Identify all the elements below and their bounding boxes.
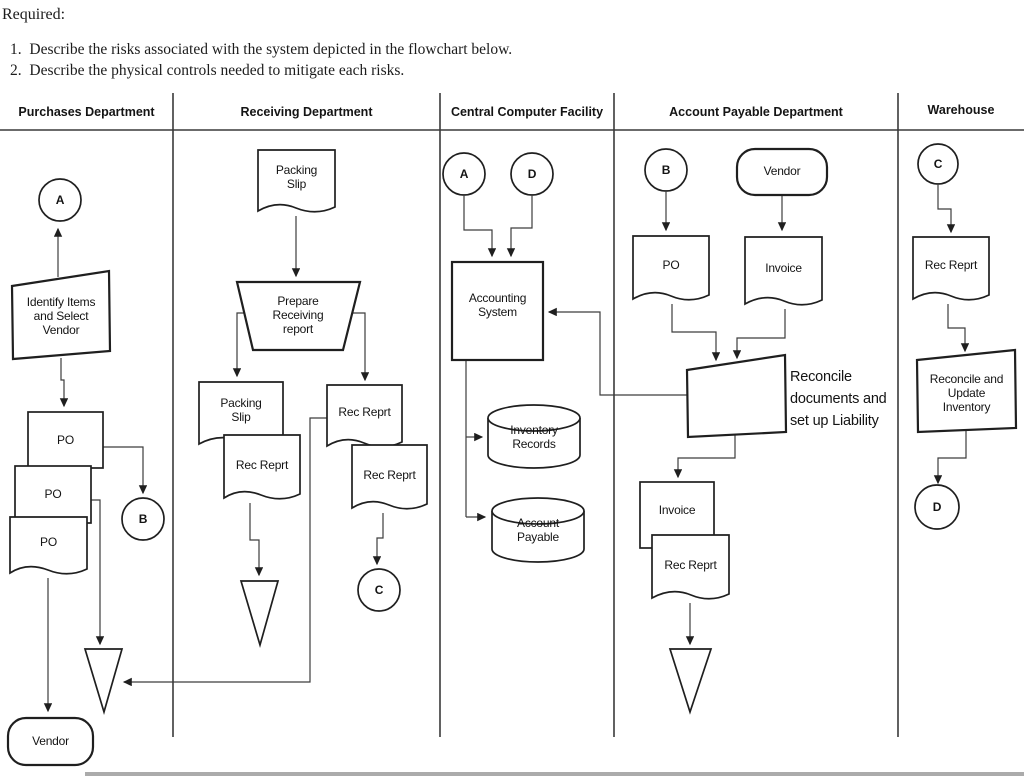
label-connector-b-payable: B bbox=[661, 163, 671, 177]
label-connector-a-purchases: A bbox=[55, 193, 65, 207]
label-vendor-purchases: Vendor bbox=[32, 734, 69, 748]
label-connector-b-purchases: B bbox=[138, 512, 148, 526]
rec-reprt-doc-left bbox=[223, 434, 301, 500]
account-payable-cylinder-body bbox=[491, 511, 585, 563]
label-po-payable: PO bbox=[662, 258, 680, 272]
label-identify-items: Identify Items and Select Vendor bbox=[26, 295, 96, 337]
reconcile-box-payable bbox=[685, 353, 788, 439]
connector-recreprt-to-file bbox=[249, 503, 264, 577]
connector-node-d-warehouse bbox=[914, 484, 960, 530]
label-reconcile-note: Reconcile documents and set up Liability bbox=[790, 369, 887, 429]
lane-header-purchases: Purchases Department bbox=[18, 105, 155, 119]
lane-header-receiving: Receiving Department bbox=[240, 105, 373, 119]
po-doc-2 bbox=[14, 465, 92, 524]
account-payable-cylinder-top bbox=[491, 497, 585, 525]
label-prepare-receiving: Prepare Receiving report bbox=[272, 294, 324, 336]
connector-node-d-central bbox=[510, 152, 554, 196]
label-packing-slip-2: Packing Slip bbox=[220, 396, 262, 424]
connector-node-b-purchases bbox=[121, 497, 165, 541]
po-doc-1 bbox=[27, 411, 104, 469]
connector-reconcile-to-d bbox=[933, 431, 967, 485]
connector-d-to-accounting bbox=[506, 196, 533, 258]
label-invoice-2: Invoice bbox=[658, 503, 696, 517]
connector-recreprt-to-purchases-file bbox=[122, 417, 327, 687]
label-invoice-payable: Invoice bbox=[765, 261, 802, 275]
label-po-1: PO bbox=[57, 433, 74, 447]
label-connector-d-warehouse: D bbox=[932, 500, 942, 514]
connector-recreprt-to-c bbox=[372, 513, 384, 566]
lane-header-payable: Account Payable Department bbox=[669, 105, 843, 119]
connector-a-to-accounting bbox=[463, 196, 497, 258]
label-inventory-records: Inventory Records bbox=[510, 423, 558, 451]
invoice-doc-payable bbox=[744, 236, 823, 306]
label-rec-reprt-warehouse: Rec Reprt bbox=[924, 258, 978, 272]
rec-reprt-doc-warehouse bbox=[912, 236, 990, 301]
connector-invoice-to-reconcile bbox=[732, 309, 786, 360]
vendor-terminator-purchases bbox=[6, 716, 95, 767]
required-heading: Required: bbox=[2, 6, 66, 23]
shapes bbox=[6, 143, 1018, 767]
connector-node-a-purchases bbox=[38, 178, 82, 222]
connector-node-b-payable bbox=[644, 148, 688, 192]
lane-header-warehouse: Warehouse bbox=[927, 103, 995, 117]
label-rec-reprt-left: Rec Reprt bbox=[235, 458, 289, 472]
page-bottom-edge bbox=[85, 772, 1024, 776]
label-connector-c-warehouse: C bbox=[933, 157, 943, 171]
connector-recreprt-to-reconcile bbox=[947, 304, 970, 353]
packing-slip-doc bbox=[257, 149, 336, 213]
label-reconcile-update: Reconcile and Update Inventory bbox=[929, 372, 1004, 414]
label-rec-reprt-payable: Rec Reprt bbox=[664, 558, 717, 572]
connector-node-c-warehouse bbox=[917, 143, 959, 185]
connector-reconcile-to-accounting bbox=[547, 307, 687, 396]
connector-identify-to-po bbox=[59, 358, 69, 408]
file-triangle-receiving bbox=[239, 580, 280, 649]
label-rec-reprt-r1: Rec Reprt bbox=[338, 405, 391, 419]
instruction-item-1: 1. Describe the risks associated with th… bbox=[10, 41, 513, 58]
label-connector-d-central: D bbox=[527, 167, 537, 181]
connector-node-a-central bbox=[442, 152, 486, 196]
reconcile-update-box bbox=[915, 348, 1018, 434]
connector-po-to-b bbox=[103, 446, 148, 495]
label-packing-slip: Packing Slip bbox=[275, 163, 318, 191]
label-vendor-payable: Vendor bbox=[763, 164, 801, 178]
vendor-terminator-payable bbox=[735, 147, 829, 197]
rec-reprt-doc-payable bbox=[651, 534, 730, 600]
label-po-3: PO bbox=[40, 535, 57, 549]
file-triangle-payable bbox=[668, 648, 713, 715]
connector-reconcile-to-invoice2 bbox=[673, 435, 736, 479]
inventory-records-cylinder-top bbox=[487, 404, 581, 432]
prepare-receiving-trapezoid bbox=[235, 280, 362, 352]
connector-node-c-receiving bbox=[357, 568, 401, 612]
identify-items-box bbox=[10, 269, 112, 361]
instruction-item-2: 2. Describe the physical controls needed… bbox=[10, 62, 405, 79]
label-connector-c-receiving: C bbox=[374, 583, 384, 597]
accounting-system-box bbox=[450, 260, 545, 362]
connector-po-to-reconcile bbox=[671, 304, 721, 362]
rec-reprt-doc-r2 bbox=[351, 444, 428, 510]
label-po-2: PO bbox=[44, 487, 62, 501]
connector-c-to-recreprt bbox=[937, 185, 956, 234]
po-doc-payable bbox=[632, 235, 710, 301]
file-triangle-purchases bbox=[83, 648, 124, 716]
po-doc-3 bbox=[9, 516, 88, 575]
inventory-records-cylinder-body bbox=[487, 418, 581, 469]
label-connector-a-central: A bbox=[459, 167, 469, 181]
lane-header-central: Central Computer Facility bbox=[450, 105, 604, 119]
label-rec-reprt-r2: Rec Reprt bbox=[363, 468, 416, 482]
label-account-payable-db: Account Payable bbox=[517, 516, 559, 544]
rec-reprt-doc-r1 bbox=[326, 384, 403, 448]
swimlane-frame bbox=[0, 93, 1024, 737]
connector-po-to-file bbox=[89, 499, 105, 646]
label-accounting-system: Accounting System bbox=[468, 291, 527, 319]
